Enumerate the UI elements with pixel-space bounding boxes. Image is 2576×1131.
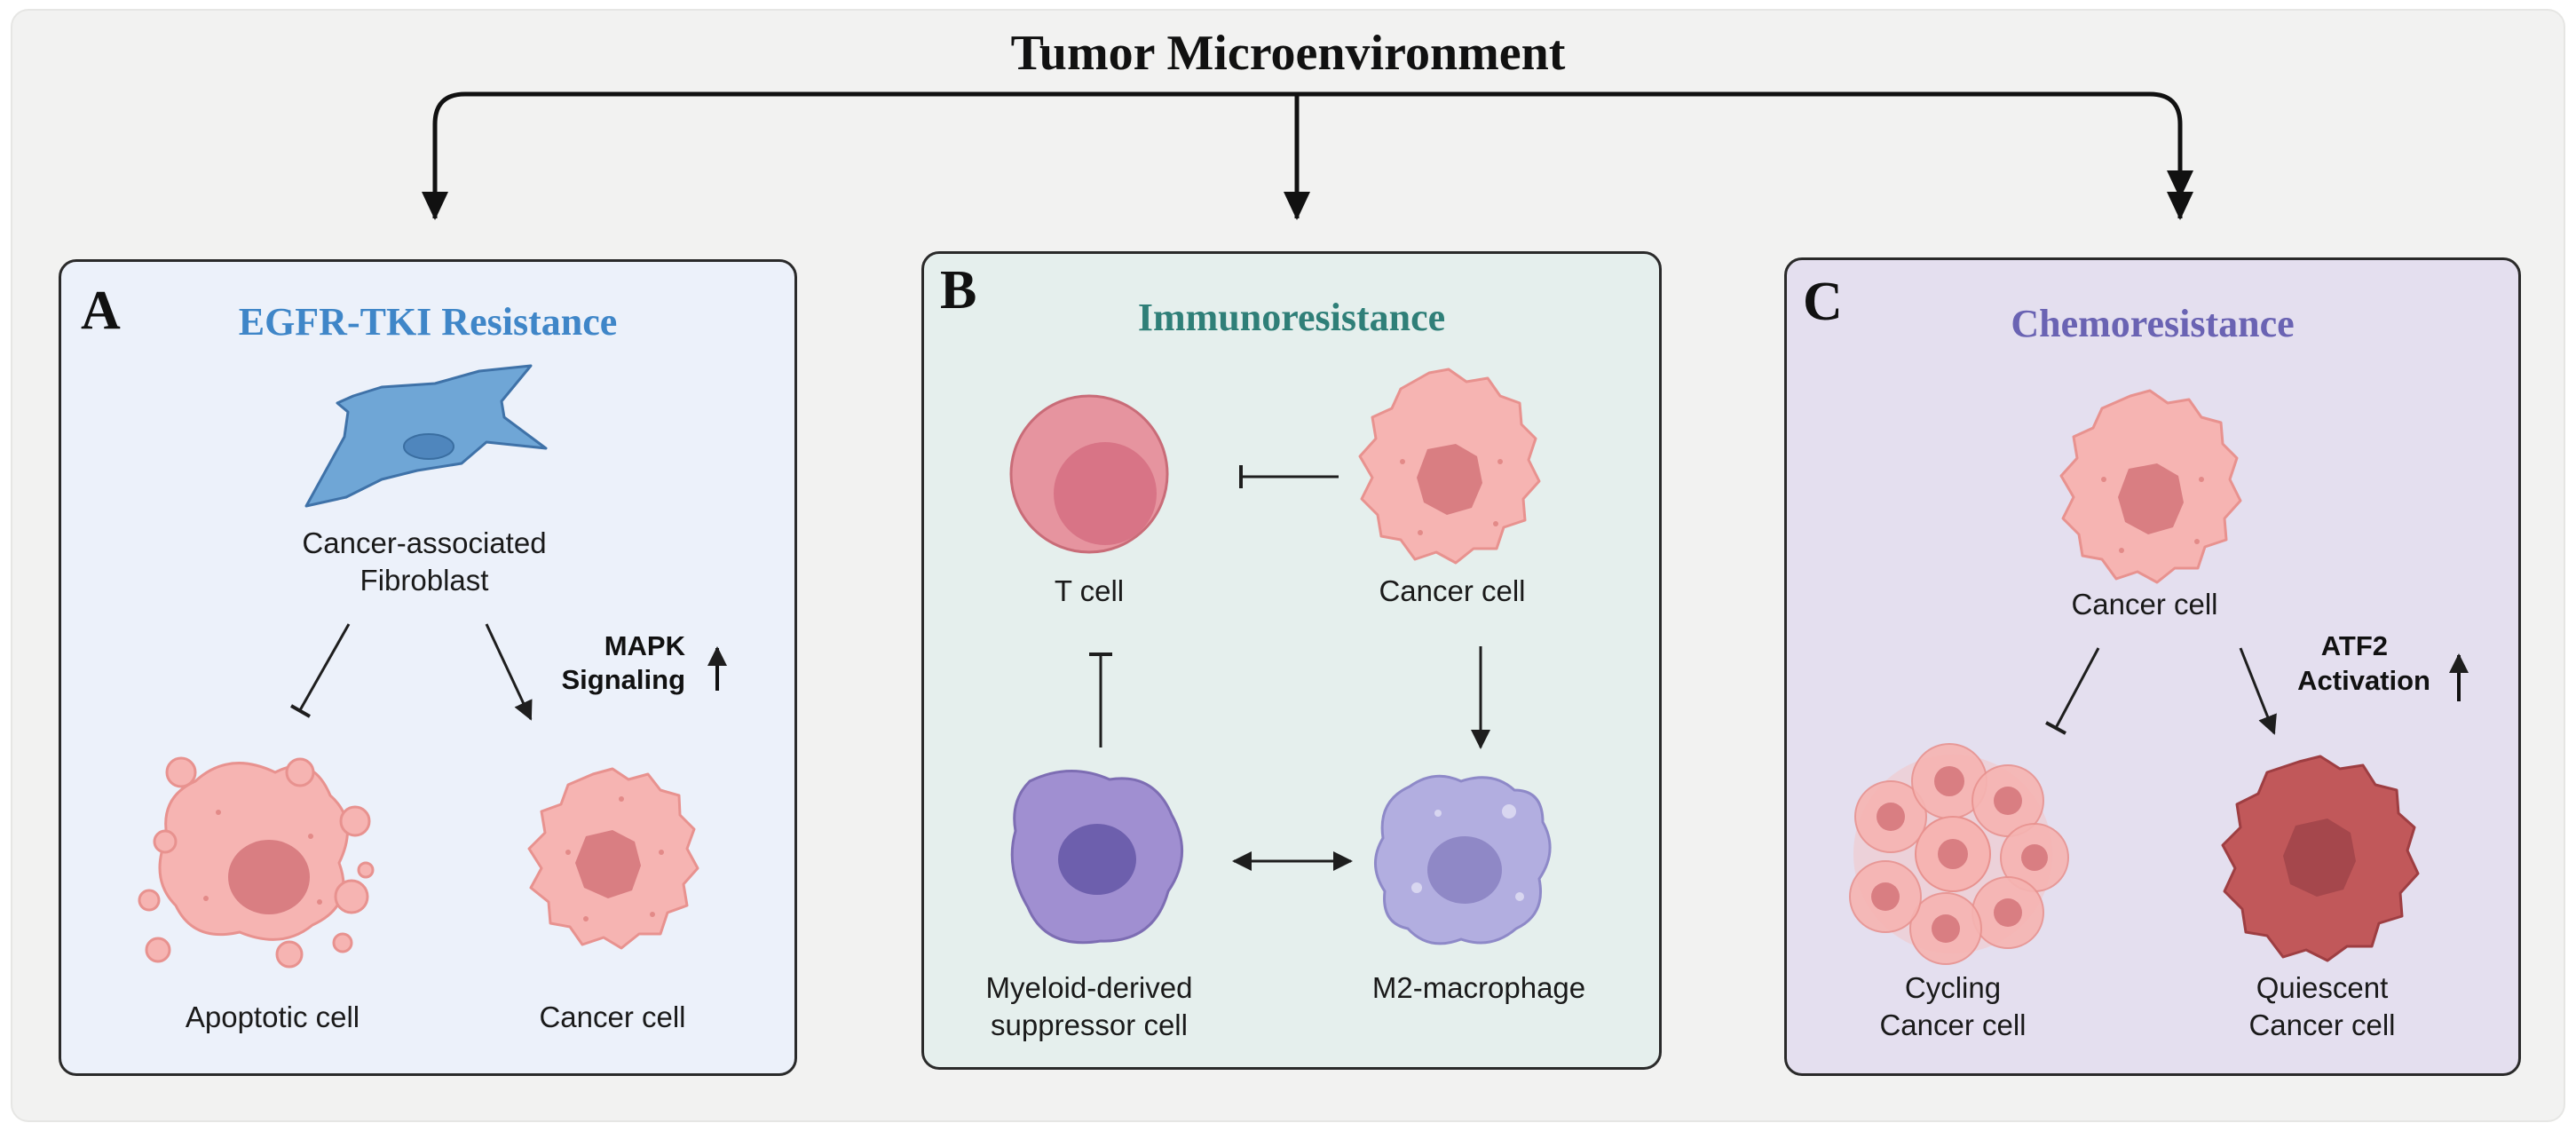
cycling-label-line1: Cycling <box>1905 971 2001 1004</box>
mdsc-label-line1: Myeloid-derived <box>986 971 1193 1004</box>
cancer-cell-b <box>1358 368 1541 565</box>
atf2-line1: ATF2 <box>2321 630 2388 661</box>
apoptotic-cell <box>138 756 375 969</box>
mdsc-label: Myeloid-derived suppressor cell <box>986 971 1193 1041</box>
apoptotic-cell-label: Apoptotic cell <box>186 1000 360 1033</box>
panel-chemoresistance: C Chemoresistance <box>1784 257 2521 1076</box>
atf2-line2: Activation <box>2297 665 2430 696</box>
quiescent-label-line2: Cancer cell <box>2248 1008 2395 1041</box>
cycling-label-line2: Cancer cell <box>1879 1008 2026 1041</box>
t-cell <box>1009 394 1169 554</box>
cancer-cell-c-label: Cancer cell <box>2071 588 2217 621</box>
inhibit-bar-a <box>290 704 311 718</box>
top-connector <box>422 91 2193 220</box>
cancer-cell-c <box>2059 389 2242 584</box>
m2-macrophage-label: M2-macrophage <box>1372 971 1585 1004</box>
cancer-cell-b-label: Cancer cell <box>1379 574 1525 607</box>
mdsc-label-line2: suppressor cell <box>991 1008 1188 1041</box>
activate-arrow-a <box>485 623 533 721</box>
fibroblast-label: Cancer-associated Fibroblast <box>302 526 546 597</box>
cancer-cell-a <box>527 767 699 950</box>
inhibit-line-c <box>2054 647 2100 729</box>
main-title: Tumor Microenvironment <box>1010 26 1566 81</box>
m2-macrophage <box>1374 774 1552 945</box>
mapk-line1: MAPK <box>604 630 686 661</box>
activate-arrow-c <box>2239 647 2277 735</box>
quiescent-label: Quiescent Cancer cell <box>2248 971 2395 1041</box>
panel-egfr-tki-resistance: A EGFR-TKI Resistance <box>59 259 797 1076</box>
panel-immunoresistance: B Immunoresistance <box>921 251 1662 1070</box>
panel-letter: A <box>81 281 121 341</box>
inhibit-line-a <box>298 623 351 711</box>
panel-title: Chemoresistance <box>2011 302 2295 345</box>
panel-letter: B <box>940 260 977 320</box>
mdsc-cell <box>1010 770 1183 945</box>
t-cell-label: T cell <box>1055 574 1124 607</box>
mapk-line2: Signaling <box>562 664 686 695</box>
quiescent-cancer-cell <box>2221 755 2420 962</box>
panel-title: EGFR-TKI Resistance <box>238 300 618 344</box>
fibroblast-label-line2: Fibroblast <box>360 564 489 597</box>
inhibit-bar-c <box>2045 721 2066 735</box>
mapk-signal-label: MAPK Signaling <box>562 630 686 695</box>
quiescent-label-line1: Quiescent <box>2256 971 2389 1004</box>
cancer-cell-a-label: Cancer cell <box>539 1000 685 1033</box>
cycling-cancer-cell-cluster <box>1849 743 2069 965</box>
fibroblast-label-line1: Cancer-associated <box>302 526 546 559</box>
panel-letter: C <box>1803 272 1843 332</box>
panel-title: Immunoresistance <box>1137 296 1446 339</box>
fibroblast-cell <box>304 364 548 508</box>
atf2-signal-label: ATF2 Activation <box>2297 630 2430 696</box>
cycling-label: Cycling Cancer cell <box>1879 971 2026 1041</box>
